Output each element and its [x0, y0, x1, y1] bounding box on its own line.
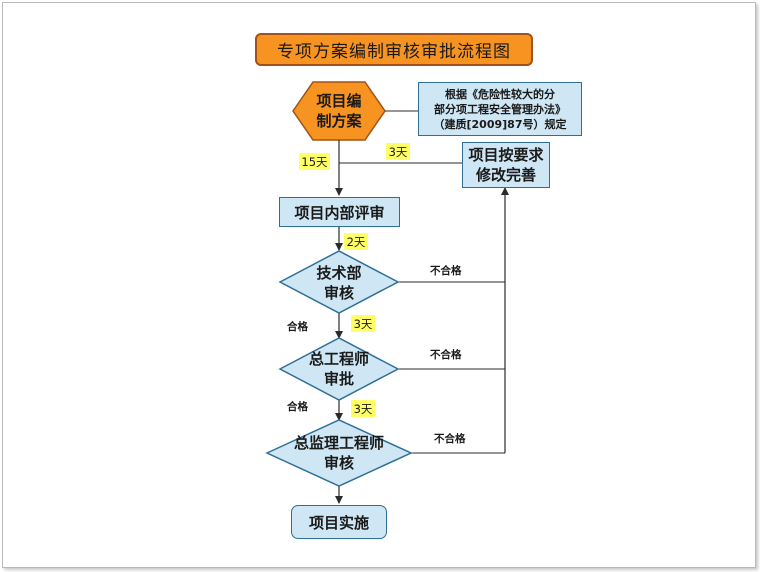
pass-label-2: 合格 — [287, 401, 308, 413]
supervisor-diamond — [265, 419, 413, 487]
duration-tag-supervisor: 3天 — [351, 400, 375, 417]
node-revise-line1: 项目按要求 — [468, 146, 544, 164]
node-chief-engineer: 总工程师 审批 — [285, 348, 393, 390]
node-supervisor-line2: 审核 — [323, 454, 354, 472]
duration-tag-chief: 3天 — [351, 315, 375, 332]
node-implement: 项目实施 — [291, 505, 387, 539]
duration-tag-2d: 2天 — [344, 233, 368, 250]
fail-label-3: 不合格 — [434, 433, 466, 445]
node-prepare-line2: 制方案 — [316, 112, 362, 130]
basis-note-line3: （建质[2009]87号）规定 — [433, 117, 567, 131]
node-prepare: 项目编 制方案 — [303, 88, 375, 134]
tech-diamond — [278, 250, 400, 314]
node-chief-supervisor: 总监理工程师 审核 — [279, 432, 399, 474]
fail-label-2: 不合格 — [430, 349, 462, 361]
node-internal-review: 项目内部评审 — [279, 197, 400, 227]
fail-label-1: 不合格 — [430, 265, 462, 277]
node-revise: 项目按要求 修改完善 — [462, 142, 550, 188]
node-prepare-line1: 项目编 — [316, 92, 362, 110]
chief-diamond — [278, 337, 400, 401]
node-tech-dept: 技术部 审核 — [295, 262, 383, 304]
basis-note-line2: 部分项工程安全管理办法》 — [434, 102, 566, 116]
node-tech-line1: 技术部 — [316, 264, 362, 282]
diagram-title: 专项方案编制审核审批流程图 — [255, 33, 533, 66]
basis-note: 根据《危险性较大的分 部分项工程安全管理办法》 （建质[2009]87号）规定 — [418, 82, 582, 136]
pass-label-1: 合格 — [287, 321, 308, 333]
node-supervisor-line1: 总监理工程师 — [293, 434, 384, 452]
duration-tag-15d: 15天 — [299, 153, 330, 170]
duration-tag-revise: 3天 — [386, 143, 410, 160]
basis-note-line1: 根据《危险性较大的分 — [445, 87, 555, 101]
node-revise-line2: 修改完善 — [475, 166, 536, 184]
node-chief-line1: 总工程师 — [308, 350, 369, 368]
node-chief-line2: 审批 — [323, 370, 354, 388]
node-tech-line2: 审核 — [323, 284, 354, 302]
